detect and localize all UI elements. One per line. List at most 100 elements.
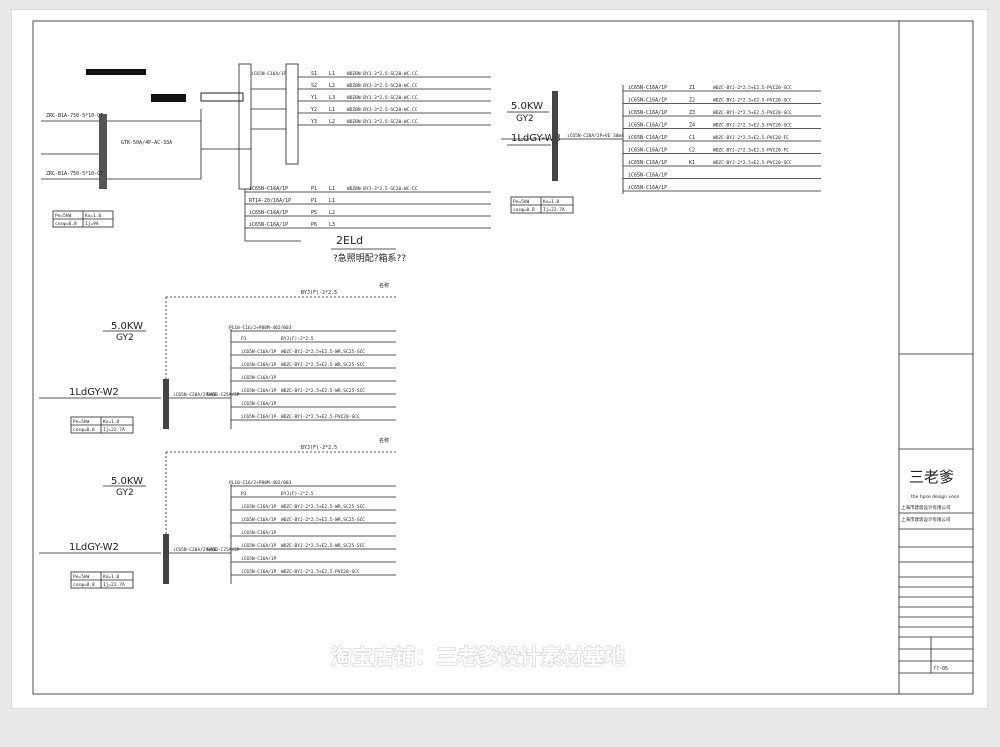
tr-row-circuit: Z3 bbox=[689, 110, 695, 116]
drawing-sheet: ZRC-B1A-750-5*10-CT GTK-50A/4P-AC-33A ZR… bbox=[11, 9, 988, 709]
company-1: 上海市建筑设计有限公司 bbox=[901, 504, 951, 511]
panel-code: GY2 bbox=[116, 488, 134, 498]
panel-row-breaker: iC65N-C16A/1P bbox=[241, 530, 277, 536]
panel-row-breaker: iC65N-C16A/1P bbox=[241, 504, 277, 510]
panel-top-cable: BYJ(F)-2*2.5 bbox=[301, 290, 337, 296]
tr-row-breaker: iC65N-C16A/1P bbox=[628, 123, 667, 129]
tr-row-breaker: iC65N-C16A/1P bbox=[628, 85, 667, 91]
panel-row-cable: WDZC-BYJ-2*2.5+E2.5-WR,SC25-SCC bbox=[281, 388, 365, 394]
panel-row-cable: WDZC-BYJ-2*2.5+E2.5-PVC20-SCC bbox=[281, 569, 360, 575]
row-circuit: Y2 bbox=[311, 107, 317, 113]
panel-row-breaker: P1 bbox=[241, 336, 247, 342]
lower-row-breaker: iC65N-C16A/1P bbox=[249, 186, 288, 192]
panel-row-breaker: iC65N-C16A/1P bbox=[241, 349, 277, 355]
system-subtitle: ?急照明配?箱系?? bbox=[333, 252, 406, 264]
tr-row-cable: WDZC-BYJ-2*2.5+E2.5-PVC20-SCC bbox=[713, 110, 792, 116]
row-phase: L2 bbox=[329, 119, 335, 125]
company-2: 上海市建筑设计有限公司 bbox=[901, 516, 951, 523]
top-right-system: 5.0KW GY2 1LdGY-W3 iC65N-C20A/2P+VE 30mA… bbox=[501, 85, 821, 214]
row-cable: WDZBN-BYJ-3*2.5-SC20-WC.CC bbox=[347, 95, 418, 101]
row-cable: WDZBN-BYJ-3*2.5-SC20-WC.CC bbox=[347, 107, 418, 113]
lower-row-phase: L1 bbox=[329, 186, 335, 192]
row-cable: WDZBN-BYJ-3*2.5-SC20-WC.CC bbox=[347, 71, 418, 77]
drawing-frame bbox=[32, 20, 974, 695]
panel-top-cable: BYJ(F)-2*2.5 bbox=[301, 445, 337, 451]
tr-row-breaker: iC65N-C16A/1P bbox=[628, 110, 667, 116]
panel-row-cable: BYJ(F)-2*2.5 bbox=[281, 336, 314, 342]
load-pe: Pe=5kW bbox=[73, 419, 90, 425]
panel-busbar bbox=[163, 534, 169, 584]
tr-busbar bbox=[552, 91, 558, 181]
lower-row-cable: WDZBN-BYJ-3*2.5-SC20-WC.CC bbox=[347, 186, 418, 192]
row-cable: WDZBN-BYJ-3*2.5-SC20-WC.CC bbox=[347, 119, 418, 125]
panel-row-breaker: iC65N-C16A/1P bbox=[241, 569, 277, 575]
panel-row-breaker: iC65N-C16A/1P bbox=[241, 414, 277, 420]
lower-row-circuit: P6 bbox=[311, 222, 317, 228]
tr-row-circuit: C1 bbox=[689, 135, 695, 141]
svg-text:Pe=5kW: Pe=5kW bbox=[55, 213, 72, 219]
panel-power: 5.0KW bbox=[111, 321, 143, 332]
row-phase: L2 bbox=[329, 83, 335, 89]
schematic-svg: ZRC-B1A-750-5*10-CT GTK-50A/4P-AC-33A ZR… bbox=[11, 9, 988, 709]
panel-name-label: 名称 bbox=[379, 437, 389, 444]
lower-row-circuit: P5 bbox=[311, 210, 317, 216]
panel-row-cable: WDZC-BYJ-2*2.5+E2.5-WR,SC25-SCC bbox=[281, 362, 365, 368]
load-kx: Kx=1.0 bbox=[103, 419, 120, 425]
title-block: 三老爹 the hpse design voce 上海市建筑设计有限公司 上海市… bbox=[899, 353, 973, 674]
panel-busbar bbox=[163, 379, 169, 429]
tr-row-breaker: iC65N-C16A/1P bbox=[628, 98, 667, 104]
row-cable: WDZBN-BYJ-3*2.5-SC20-WC.CC bbox=[347, 83, 418, 89]
watermark-text: 淘宝店铺：三老爹设计素材基地 bbox=[331, 645, 625, 669]
panel-code: GY2 bbox=[116, 333, 134, 343]
svg-text:Pe=5kW: Pe=5kW bbox=[513, 199, 530, 205]
load-cos: cosφ=0.8 bbox=[73, 427, 95, 433]
panel-row-breaker: iC65N-C16A/1P bbox=[241, 401, 277, 407]
left-label-2: GTK-50A/4P-AC-33A bbox=[121, 140, 172, 146]
tr-row-cable: WDZC-BYJ-2*2.5+E2.5-PVC20-SCC bbox=[713, 85, 792, 91]
lower-row-breaker: iC65N-C16A/1P bbox=[249, 222, 288, 228]
panel-name-label: 名称 bbox=[379, 282, 389, 289]
panel-second-breaker: BH60-C25A/2P bbox=[207, 547, 240, 553]
tr-row-breaker: iC65N-C16A/1P bbox=[628, 173, 667, 179]
tr-row-circuit: Z4 bbox=[689, 123, 695, 129]
load-kx: Kx=1.0 bbox=[103, 574, 120, 580]
panel-main-breaker: iC65N-C20A/2P+VE bbox=[173, 392, 217, 398]
panel-row-breaker: iC65N-C16A/1P bbox=[241, 388, 277, 394]
tr-row-circuit: Z2 bbox=[689, 98, 695, 104]
system-title: 2ELd bbox=[336, 234, 363, 247]
row-phase: L1 bbox=[329, 107, 335, 113]
panel-row-breaker: iC65N-C16A/1P bbox=[241, 556, 277, 562]
lower-row-circuit: P1 bbox=[311, 198, 317, 204]
panel-row-cable: BYJ(F)-2*2.5 bbox=[281, 491, 314, 497]
top-lower-rows: iC65N-C16A/1P P1 L1 WDZBN-BYJ-3*2.5-SC20-WC… bbox=[245, 186, 491, 229]
tr-row-circuit: Z1 bbox=[689, 85, 695, 91]
tr-row-circuit: C2 bbox=[689, 148, 695, 154]
tr-row-cable: WDZC-BYJ-2*2.5+E2.5-PVC20-SCC bbox=[713, 98, 792, 104]
panel-row-breaker: iC65N-C16A/1P bbox=[241, 543, 277, 549]
lower-row-breaker: RT14-20/16A/1P bbox=[249, 198, 291, 204]
left-label-3: ZRC-B1A-750-5*10-CT bbox=[46, 171, 103, 177]
panel-main-breaker: iC65N-C20A/2P+VE bbox=[173, 547, 217, 553]
tr-panel: 1LdGY-W3 bbox=[511, 133, 561, 144]
left-label-1: ZRC-B1A-750-5*10-CT bbox=[46, 113, 103, 119]
row-circuit: S2 bbox=[311, 83, 317, 89]
panel-pl-row: PL10-C16/2+PB0M-402/003 bbox=[229, 325, 292, 331]
panel-row-breaker: iC65N-C16A/1P bbox=[241, 375, 277, 381]
panel-name: 1LdGY-W2 bbox=[69, 387, 119, 398]
tr-power: 5.0KW bbox=[511, 101, 543, 112]
panel-row-breaker: iC65N-C16A/1P bbox=[241, 517, 277, 523]
tr-row-cable: WDZC-BYJ-2*2.5+E2.5-PVC20-FC bbox=[713, 135, 789, 141]
row-circuit: Y1 bbox=[311, 95, 317, 101]
panel-row-cable: WDZC-BYJ-2*2.5+E2.5-PVC20-SCC bbox=[281, 414, 360, 420]
lower-row-circuit: P1 bbox=[311, 186, 317, 192]
row-circuit: S1 bbox=[311, 71, 317, 77]
load-cos: cosφ=0.8 bbox=[73, 582, 95, 588]
panel-row-cable: WDZC-BYJ-2*2.5+E2.5-WR,SC25-SCC bbox=[281, 543, 365, 549]
panel-row-cable: WDZC-BYJ-2*2.5+E2.5-WR,SC25-SCC bbox=[281, 349, 365, 355]
svg-text:Kx=1.0: Kx=1.0 bbox=[543, 199, 560, 205]
panel-pl-row: PL10-C16/2+PB0M-402/003 bbox=[229, 480, 292, 486]
